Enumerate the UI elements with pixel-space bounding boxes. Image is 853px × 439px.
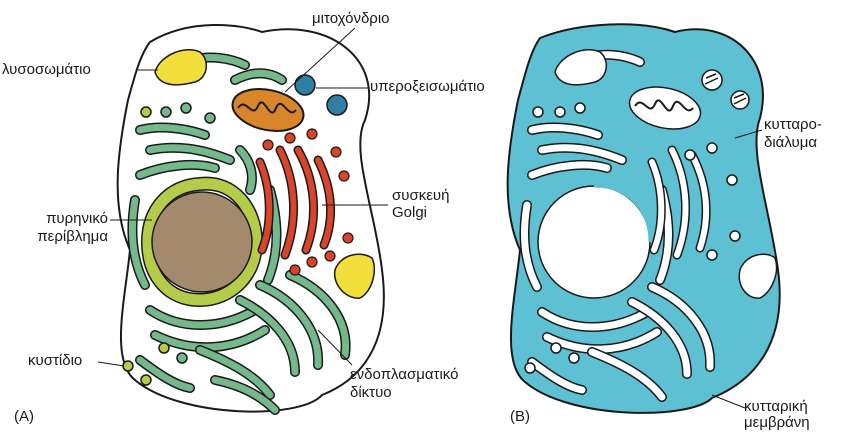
vesicle-b xyxy=(525,363,535,373)
vesicle-b xyxy=(569,353,579,363)
golgi-vesicle xyxy=(343,233,353,243)
leader-line xyxy=(712,395,745,408)
vesicle-b xyxy=(551,343,561,353)
cell-b xyxy=(508,24,780,413)
vesicle xyxy=(141,375,151,385)
vesicle-b xyxy=(727,175,737,185)
vesicle-b xyxy=(575,103,585,113)
label-golgi-line1: συσκευή xyxy=(392,187,449,205)
golgi-vesicle xyxy=(263,140,273,150)
vesicle xyxy=(123,361,133,371)
vesicle-b xyxy=(533,107,543,117)
label-er-line2: δίκτυο xyxy=(350,384,392,402)
peroxisome xyxy=(295,75,315,95)
label-nuclear-envelope-line2: περίβλημα xyxy=(8,228,108,246)
golgi-vesicle xyxy=(307,129,317,139)
panel-a-tag: (A) xyxy=(14,408,34,425)
vesicle xyxy=(161,107,171,117)
golgi-vesicle xyxy=(331,147,341,157)
label-lysosome: λυσοσωμάτιο xyxy=(2,61,91,79)
label-peroxisome: υπεροξεισωμάτιο xyxy=(370,78,485,96)
nucleus-b xyxy=(538,186,650,298)
golgi-vesicle xyxy=(339,171,349,181)
label-mitochondrion: μιτοχόνδριο xyxy=(312,10,390,28)
label-membrane-line2: μεμβράνη xyxy=(744,414,810,432)
vesicle-b xyxy=(685,150,695,160)
nucleus xyxy=(148,184,256,300)
vesicle xyxy=(177,353,187,363)
vesicle xyxy=(159,343,169,353)
golgi-vesicle xyxy=(307,257,317,267)
label-cytosol-line1: κυτταρο- xyxy=(764,116,822,134)
peroxisome-b xyxy=(731,91,749,109)
vesicle-b xyxy=(707,250,717,260)
cell-a xyxy=(98,25,388,412)
golgi-vesicle xyxy=(325,251,335,261)
golgi-vesicle xyxy=(290,265,300,275)
label-cytosol-line2: διάλυμα xyxy=(764,134,817,152)
golgi-vesicle xyxy=(285,133,295,143)
vesicle-b xyxy=(730,231,740,241)
label-er-line1: ενδοπλασματικό xyxy=(350,366,458,384)
peroxisome xyxy=(327,95,347,115)
vesicle-b xyxy=(707,143,717,153)
label-vesicle: κυστίδιο xyxy=(28,352,82,370)
panel-b-tag: (B) xyxy=(510,408,530,425)
nucleus-body xyxy=(152,192,252,292)
vesicle xyxy=(141,107,151,117)
label-golgi-line2: Golgi xyxy=(392,204,427,222)
leader-line xyxy=(98,362,124,366)
vesicle xyxy=(181,103,191,113)
vesicle-b xyxy=(555,107,565,117)
label-nuclear-envelope-line1: πυρηνικό xyxy=(8,210,108,228)
vesicle xyxy=(205,113,215,123)
